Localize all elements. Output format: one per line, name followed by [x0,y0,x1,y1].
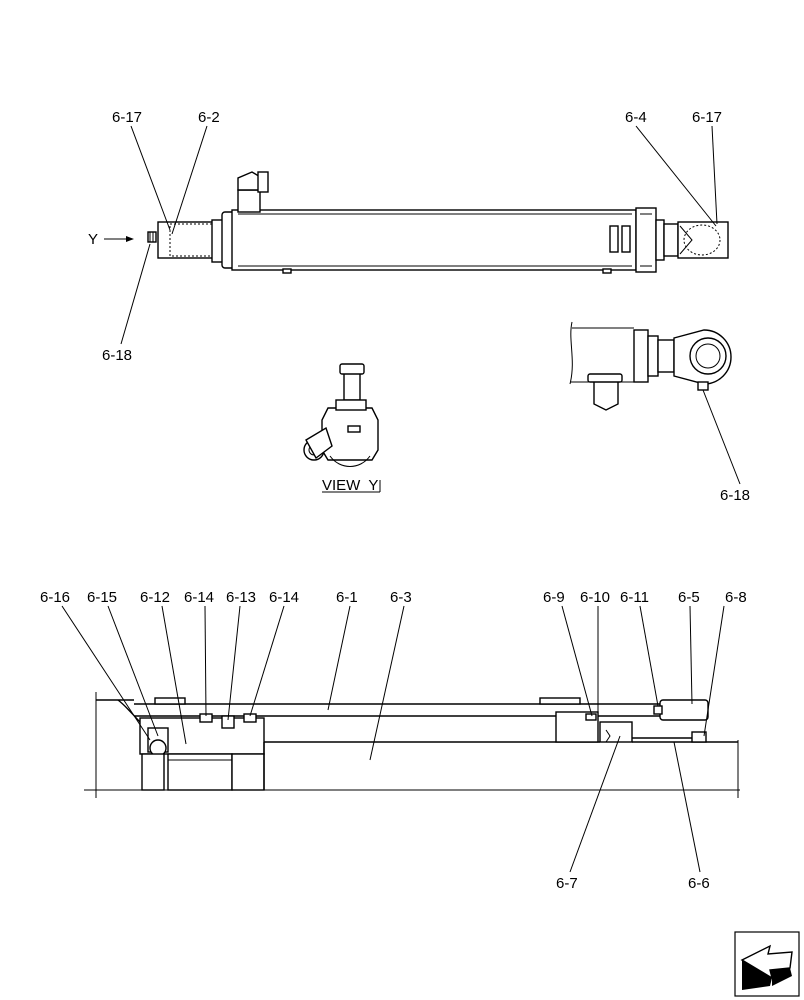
label-6-4: 6-4 [625,109,647,126]
rod-end-detail-view [569,321,732,411]
section-label-6-14-a: 6-14 [184,589,214,606]
section-label-6-12: 6-12 [140,589,170,606]
section-label-6-6: 6-6 [688,875,710,892]
section-label-6-9: 6-9 [543,589,565,606]
section-label-6-1: 6-1 [336,589,358,606]
section-label-6-16: 6-16 [40,589,70,606]
top-view-leaders [104,125,718,345]
label-6-18-left: 6-18 [102,347,132,364]
section-label-6-11: 6-11 [620,589,649,606]
section-label-6-5: 6-5 [678,589,700,606]
section-label-6-7: 6-7 [556,875,578,892]
section-label-6-8: 6-8 [725,589,747,606]
label-y-arrow: Y [88,231,98,248]
view-y-caption: VIEW Y [322,477,378,494]
arrow-icon[interactable] [734,931,800,997]
label-6-2: 6-2 [198,109,220,126]
view-y-drawing [303,363,381,493]
label-6-17-left: 6-17 [112,109,142,126]
section-label-6-15: 6-15 [87,589,117,606]
section-label-6-10: 6-10 [580,589,610,606]
label-6-17-right: 6-17 [692,109,722,126]
cylinder-top-view [147,171,729,274]
section-label-6-14-b: 6-14 [269,589,299,606]
section-label-6-3: 6-3 [390,589,412,606]
section-label-6-13: 6-13 [226,589,256,606]
section-leaders [61,605,725,873]
section-view [84,692,740,798]
label-6-18-detail: 6-18 [720,487,750,504]
